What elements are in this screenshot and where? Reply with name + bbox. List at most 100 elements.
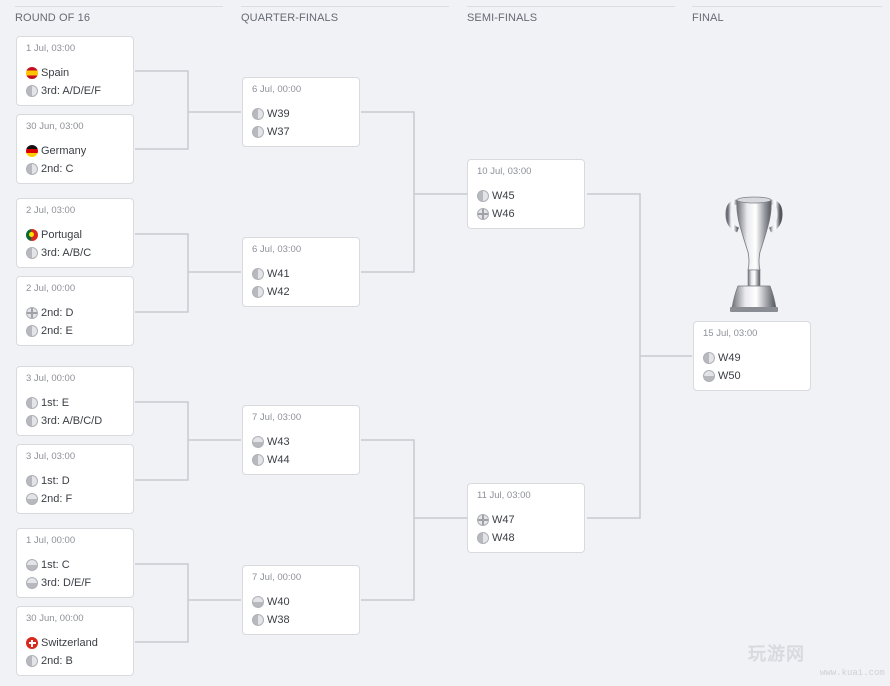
match-card-qf-1[interactable]: 6 Jul, 00:00 W39 W37: [242, 77, 360, 147]
match-card-r16-3[interactable]: 2 Jul, 03:00 Portugal 3rd: A/B/C: [16, 198, 134, 268]
placeholder-flag-icon: [252, 268, 264, 280]
team-row: W50: [703, 368, 741, 384]
trophy-icon: [725, 196, 783, 312]
placeholder-flag-icon: [252, 436, 264, 448]
match-card-qf-3[interactable]: 7 Jul, 03:00 W43 W44: [242, 405, 360, 475]
match-card-r16-8[interactable]: 30 Jun, 00:00 Switzerland 2nd: B: [16, 606, 134, 676]
placeholder-flag-icon: [252, 286, 264, 298]
match-card-qf-2[interactable]: 6 Jul, 03:00 W41 W42: [242, 237, 360, 307]
team-label: 2nd: E: [41, 325, 73, 337]
team-row: W49: [703, 350, 741, 366]
team-row: 2nd: C: [26, 161, 73, 177]
team-label: W46: [492, 208, 515, 220]
team-label: W45: [492, 190, 515, 202]
team-row: W39: [252, 106, 290, 122]
portugal-flag-icon: [26, 229, 38, 241]
team-label: W47: [492, 514, 515, 526]
match-date: 30 Jun, 03:00: [26, 121, 84, 132]
team-row: 2nd: E: [26, 323, 73, 339]
team-label: 1st: D: [41, 475, 70, 487]
team-row: W41: [252, 266, 290, 282]
team-label: W50: [718, 370, 741, 382]
round-header-final: FINAL: [692, 6, 882, 26]
connector-r16-5-6: [135, 401, 189, 481]
connector-r16-7-8: [135, 563, 189, 643]
connector-sf-1-2: [587, 193, 641, 519]
team-label: W41: [267, 268, 290, 280]
team-row: Switzerland: [26, 635, 98, 651]
placeholder-flag-icon: [252, 126, 264, 138]
team-row: W37: [252, 124, 290, 140]
spain-flag-icon: [26, 67, 38, 79]
match-date: 11 Jul, 03:00: [477, 490, 531, 501]
match-date: 6 Jul, 00:00: [252, 84, 302, 95]
team-label: 3rd: A/B/C/D: [41, 415, 103, 427]
team-label: Portugal: [41, 229, 82, 241]
team-label: W42: [267, 286, 290, 298]
team-row: 1st: D: [26, 473, 70, 489]
team-row: W48: [477, 530, 515, 546]
team-row: W44: [252, 452, 290, 468]
team-row: 2nd: D: [26, 305, 73, 321]
team-label: 3rd: A/B/C: [41, 247, 92, 259]
placeholder-flag-icon: [26, 85, 38, 97]
team-label: W43: [267, 436, 290, 448]
team-label: 2nd: C: [41, 163, 74, 175]
placeholder-flag-icon: [477, 190, 489, 202]
match-date: 30 Jun, 00:00: [26, 613, 84, 624]
team-row: W42: [252, 284, 290, 300]
germany-flag-icon: [26, 145, 38, 157]
match-date: 10 Jul, 03:00: [477, 166, 532, 177]
match-card-sf-2[interactable]: 11 Jul, 03:00 W47 W48: [467, 483, 585, 553]
match-date: 3 Jul, 00:00: [26, 373, 76, 384]
team-label: 3rd: A/D/E/F: [41, 85, 101, 97]
team-row: 1st: E: [26, 395, 69, 411]
match-date: 1 Jul, 03:00: [26, 43, 76, 54]
match-card-r16-1[interactable]: 1 Jul, 03:00 Spain 3rd: A/D/E/F: [16, 36, 134, 106]
match-card-r16-2[interactable]: 30 Jun, 03:00 Germany 2nd: C: [16, 114, 134, 184]
match-date: 6 Jul, 03:00: [252, 244, 302, 255]
team-label: W40: [267, 596, 290, 608]
match-card-final[interactable]: 15 Jul, 03:00 W49 W50: [693, 321, 811, 391]
match-card-r16-4[interactable]: 2 Jul, 00:00 2nd: D 2nd: E: [16, 276, 134, 346]
team-label: 2nd: F: [41, 493, 73, 505]
match-date: 2 Jul, 00:00: [26, 283, 76, 294]
placeholder-flag-icon: [252, 108, 264, 120]
team-row: 2nd: F: [26, 491, 72, 507]
placeholder-flag-icon: [252, 596, 264, 608]
match-card-sf-1[interactable]: 10 Jul, 03:00 W45 W46: [467, 159, 585, 229]
match-card-r16-6[interactable]: 3 Jul, 03:00 1st: D 2nd: F: [16, 444, 134, 514]
connector-r16-1-2: [135, 70, 189, 150]
team-label: W37: [267, 126, 290, 138]
team-row: W45: [477, 188, 515, 204]
match-date: 15 Jul, 03:00: [703, 328, 758, 339]
placeholder-flag-icon: [703, 370, 715, 382]
connector-qf-1-2: [361, 111, 415, 273]
team-row: 3rd: A/B/C: [26, 245, 91, 261]
round-header-semi-finals: SEMI-FINALS: [467, 6, 675, 26]
placeholder-flag-icon: [26, 325, 38, 337]
placeholder-flag-icon: [26, 247, 38, 259]
team-row: 2nd: B: [26, 653, 73, 669]
team-label: Spain: [41, 67, 70, 79]
match-card-r16-5[interactable]: 3 Jul, 00:00 1st: E 3rd: A/B/C/D: [16, 366, 134, 436]
team-row: 1st: C: [26, 557, 70, 573]
connector-qf-3-4: [361, 439, 415, 601]
team-label: 1st: E: [41, 397, 70, 409]
team-label: W44: [267, 454, 290, 466]
placeholder-flag-icon: [477, 514, 489, 526]
team-label: W48: [492, 532, 515, 544]
match-date: 7 Jul, 03:00: [252, 412, 302, 423]
watermark-logo: 玩游网: [748, 644, 805, 664]
placeholder-flag-icon: [252, 614, 264, 626]
match-card-r16-7[interactable]: 1 Jul, 00:00 1st: C 3rd: D/E/F: [16, 528, 134, 598]
team-row: Portugal: [26, 227, 82, 243]
team-label: 2nd: D: [41, 307, 74, 319]
placeholder-flag-icon: [26, 307, 38, 319]
team-label: Germany: [41, 145, 87, 157]
placeholder-flag-icon: [26, 415, 38, 427]
placeholder-flag-icon: [703, 352, 715, 364]
placeholder-flag-icon: [26, 559, 38, 571]
match-card-qf-4[interactable]: 7 Jul, 00:00 W40 W38: [242, 565, 360, 635]
